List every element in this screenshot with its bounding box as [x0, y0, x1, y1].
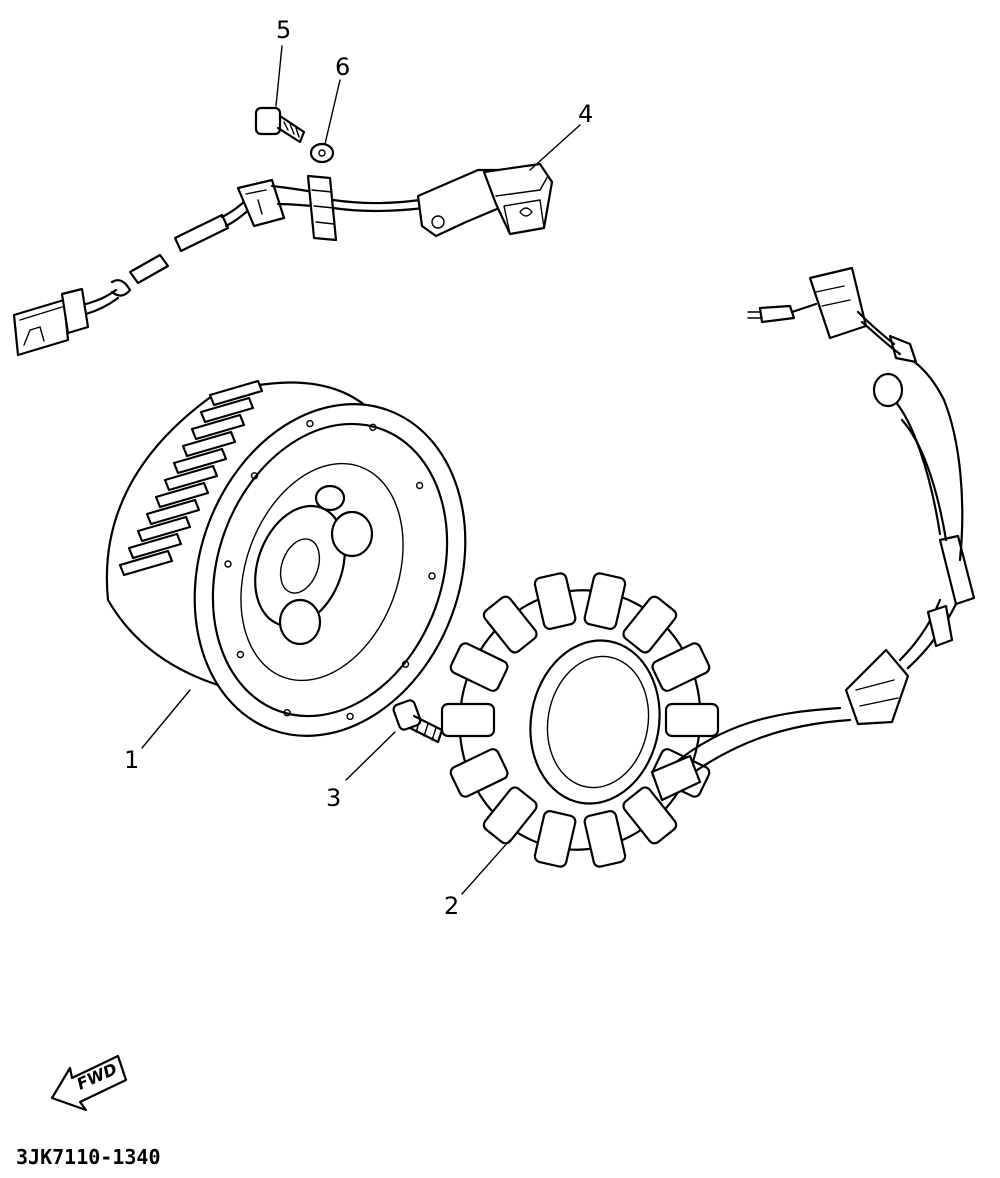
- part-6-washer: [309, 142, 335, 164]
- rim-bolt-hole: [306, 419, 314, 428]
- stator-pole: [664, 702, 720, 738]
- leader-6: [324, 79, 341, 145]
- stator-pole: [533, 572, 577, 630]
- flywheel-fin: [181, 430, 237, 458]
- stator-pole: [622, 595, 678, 654]
- part-label-2: 2: [444, 892, 459, 920]
- rim-bolt-hole: [346, 712, 354, 721]
- stator-pole: [449, 642, 509, 692]
- rim-bolt-hole: [283, 709, 291, 717]
- drawing-code: 3JK7110-1340: [16, 1145, 161, 1169]
- leader-3: [345, 731, 396, 781]
- part-label-5: 5: [276, 16, 291, 44]
- flywheel-fin: [190, 413, 246, 441]
- stator-pole: [440, 702, 496, 738]
- stator-pole: [583, 810, 627, 868]
- stator-pole: [622, 786, 678, 845]
- part-4-pickup-coil: [12, 162, 554, 357]
- rim-bolt-hole: [401, 660, 410, 668]
- part-5-bolt: [254, 106, 306, 144]
- flywheel-fin: [199, 396, 255, 424]
- stator-pole: [651, 642, 711, 692]
- flywheel-fin: [145, 498, 201, 526]
- rim-bolt-hole: [224, 560, 232, 568]
- rim-bolt-hole: [250, 472, 259, 480]
- part-2-stator: [440, 266, 976, 868]
- part-label-1: 1: [124, 746, 139, 774]
- flywheel-fin: [136, 515, 192, 543]
- leader-2: [461, 839, 511, 895]
- flywheel-fin: [127, 532, 183, 560]
- stator-pole: [482, 595, 538, 654]
- rim-bolt-hole: [428, 572, 436, 580]
- stator-pole: [583, 572, 627, 630]
- leader-1: [141, 689, 191, 749]
- part-label-4: 4: [578, 100, 593, 128]
- flywheel-fin: [163, 464, 219, 492]
- part-1-flywheel: [105, 379, 467, 737]
- stator-pole: [482, 786, 538, 845]
- part-3-screw: [392, 699, 444, 744]
- rim-bolt-hole: [369, 423, 377, 431]
- stator-pole: [533, 810, 577, 868]
- part-label-6: 6: [335, 53, 350, 81]
- leader-5: [275, 45, 283, 107]
- leader-4: [529, 124, 581, 171]
- fwd-arrow-icon: FWD: [50, 1054, 128, 1112]
- flywheel-fin: [172, 447, 228, 475]
- flywheel-fin: [118, 549, 174, 577]
- part-label-3: 3: [326, 784, 341, 812]
- flywheel-fin: [154, 481, 210, 509]
- rim-bolt-hole: [236, 650, 245, 659]
- stator-pole: [449, 748, 509, 798]
- flywheel-fin: [208, 379, 264, 407]
- rim-bolt-hole: [415, 481, 424, 490]
